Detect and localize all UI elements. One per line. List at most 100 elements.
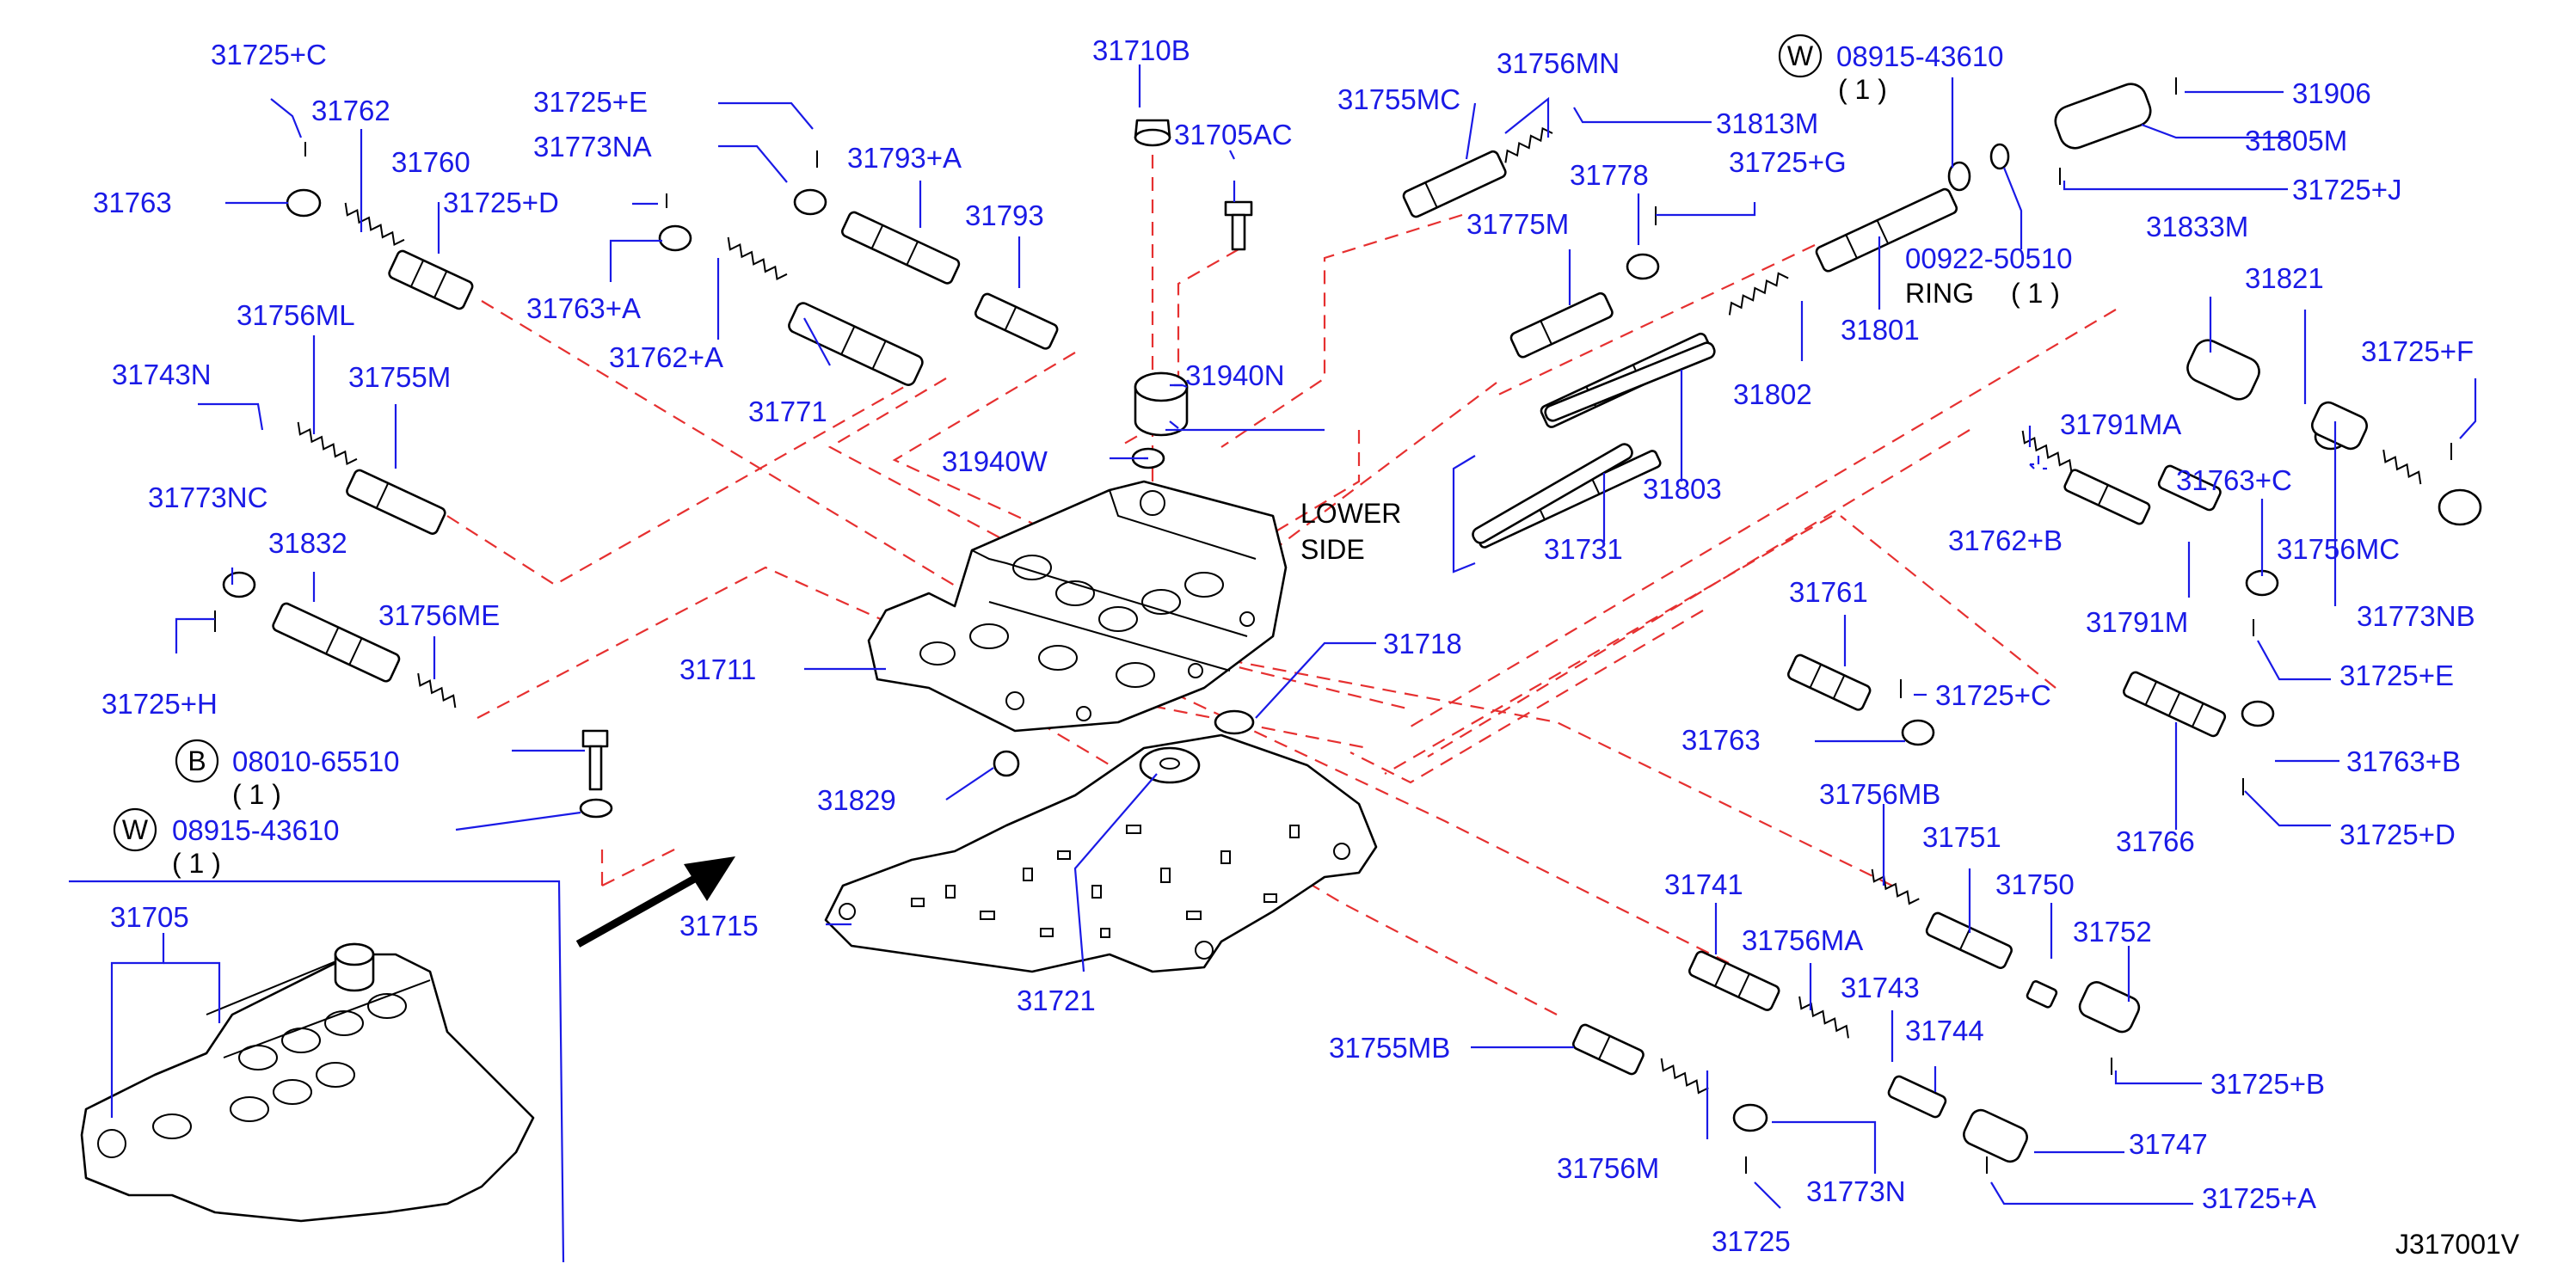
part-label: 31725+A	[2202, 1182, 2316, 1214]
note-lower: LOWER	[1300, 498, 1401, 529]
part-label: 31750	[1995, 868, 2075, 900]
part-label: 31725+H	[101, 688, 218, 720]
ball-31829	[993, 750, 1020, 777]
part-label: 31803	[1643, 473, 1722, 505]
dash-line	[1238, 660, 1893, 886]
part-label: 31725+G	[1729, 146, 1847, 178]
part-label: 31725+D	[2339, 819, 2456, 850]
washer-08915-43610	[579, 798, 613, 819]
part-label: 31760	[391, 146, 470, 178]
part-label: 31756M	[1557, 1152, 1659, 1184]
part-label: 08915-43610	[1836, 40, 2004, 72]
part-label: 31755M	[348, 361, 451, 393]
part-label: 31763+C	[2176, 464, 2292, 496]
note-side: SIDE	[1300, 534, 1365, 565]
qty-label: ( 1 )	[2011, 278, 2060, 309]
part-label: 31906	[2292, 77, 2371, 109]
dash-line	[1272, 430, 1361, 534]
dash-line	[827, 377, 1024, 551]
retaining-pins	[214, 77, 2452, 1174]
leader-lines	[110, 64, 2477, 1209]
part-label: 31763	[93, 187, 172, 218]
part-label: 31756ML	[237, 299, 355, 331]
diagram-id: J317001V	[2395, 1229, 2520, 1260]
part-label: 31725+E	[533, 86, 648, 118]
w-mark-2: W	[122, 814, 149, 845]
dash-line	[446, 382, 913, 586]
qty-label: ( 1 )	[172, 848, 221, 879]
part-label: 31705AC	[1174, 119, 1293, 150]
part-label: 31743N	[112, 359, 212, 390]
part-label: 31771	[748, 396, 827, 427]
rods	[1452, 341, 1716, 574]
part-label: 31755MB	[1329, 1032, 1450, 1064]
notes: LOWER SIDE ( 1 ) ( 1 ) ( 1 ) RING ( 1 ) …	[172, 74, 2520, 1260]
part-label: 31743	[1841, 972, 1920, 1003]
washer-08915-43610-right	[1947, 161, 1971, 192]
part-label: 31744	[1905, 1015, 1984, 1046]
part-label: 31813M	[1716, 107, 1818, 139]
plugs	[222, 83, 2482, 1163]
qty-label: ( 1 )	[232, 779, 281, 810]
part-label: 31756MB	[1819, 778, 1940, 810]
part-label: 31725+C	[1935, 679, 2051, 711]
valve-body-31711	[867, 480, 1288, 733]
part-label: 08915-43610	[172, 814, 340, 846]
part-label: 31756ME	[378, 599, 500, 631]
part-label: 31710B	[1092, 34, 1190, 66]
part-label: 31778	[1570, 159, 1649, 191]
part-label: 31755MC	[1337, 83, 1460, 115]
part-label: 31763	[1681, 724, 1761, 756]
part-label: 31940N	[1185, 359, 1285, 391]
direction-arrow	[575, 856, 735, 948]
part-label: 31805M	[2245, 125, 2347, 156]
part-label: 31725+B	[2210, 1068, 2325, 1100]
dash-line	[476, 566, 1368, 750]
part-label: 31833M	[2146, 211, 2248, 242]
part-label: 31793	[965, 199, 1044, 231]
part-label: 31793+A	[847, 142, 962, 174]
part-label: 31731	[1544, 533, 1623, 565]
circle-marks: W B W	[113, 34, 1823, 852]
dash-line	[1384, 515, 1833, 775]
part-label: 31821	[2245, 262, 2324, 294]
part-label: 31718	[1383, 628, 1462, 659]
part-label: 31725+F	[2361, 335, 2474, 367]
part-label: 31766	[2116, 825, 2195, 857]
gasket-31718	[1214, 709, 1255, 735]
part-label: 31832	[268, 527, 347, 559]
part-label: 31762+B	[1948, 525, 2063, 556]
part-label: 08010-65510	[232, 745, 400, 777]
part-label: 31741	[1664, 868, 1743, 900]
part-label: 31756MC	[2277, 533, 2400, 565]
part-label: 31762+A	[609, 341, 723, 373]
w-mark-circle-2	[113, 807, 157, 852]
ring-word: RING	[1905, 278, 1974, 309]
dash-line	[1023, 713, 1558, 1015]
part-label: 31791M	[2086, 606, 2188, 638]
part-label: 31802	[1733, 378, 1812, 410]
dash-line	[1496, 244, 1816, 396]
part-label: 31721	[1017, 985, 1096, 1016]
part-label: 31705	[110, 901, 189, 933]
part-label: 00922-50510	[1905, 242, 2073, 274]
dash-line	[892, 352, 1076, 534]
w-mark: W	[1787, 40, 1814, 71]
part-label: 31725+E	[2339, 659, 2454, 691]
part-label: 31751	[1922, 821, 2001, 853]
part-label: 31763+B	[2346, 745, 2461, 777]
part-label: 31829	[817, 784, 896, 816]
dash-line	[1220, 213, 1463, 448]
dash-line	[601, 846, 680, 886]
part-label: 31761	[1789, 576, 1868, 608]
inset-assembly-31705	[69, 880, 565, 1263]
part-label: 31725+J	[2292, 174, 2402, 206]
springs	[297, 126, 2422, 1095]
part-label: 31725	[1712, 1225, 1791, 1257]
part-label: 31763+A	[526, 292, 641, 324]
ring-00922-50510	[1989, 143, 2010, 170]
part-label: 31801	[1841, 314, 1920, 346]
b-mark: B	[188, 745, 206, 776]
part-label: 31762	[311, 95, 390, 126]
